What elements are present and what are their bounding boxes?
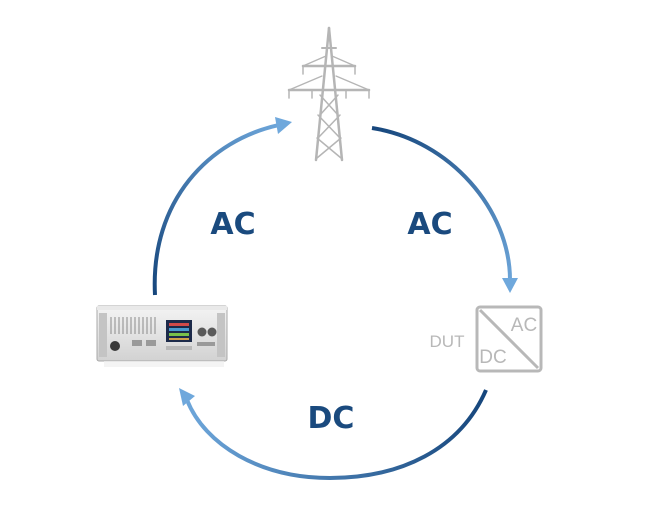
flow-label-left-ac: AC bbox=[210, 207, 255, 242]
control-knob-right bbox=[208, 328, 217, 337]
flow-label-bottom-dc: DC bbox=[308, 401, 355, 436]
arrowhead-down-icon bbox=[502, 278, 518, 293]
converter-ac-text: AC bbox=[511, 315, 537, 336]
dut-converter: DUT AC DC bbox=[430, 307, 541, 371]
flow-label-right-ac: AC bbox=[407, 207, 452, 242]
power-pylon-icon bbox=[289, 28, 369, 160]
power-supply-unit bbox=[97, 306, 227, 367]
converter-dc-text: DC bbox=[479, 347, 506, 368]
dut-label: DUT bbox=[430, 332, 465, 351]
arrowhead-up-icon bbox=[275, 117, 292, 134]
power-switch bbox=[110, 341, 120, 351]
control-knob-left bbox=[198, 328, 207, 337]
ac-dc-converter-icon: AC DC bbox=[477, 307, 541, 371]
arrow-source-to-grid bbox=[155, 117, 292, 295]
